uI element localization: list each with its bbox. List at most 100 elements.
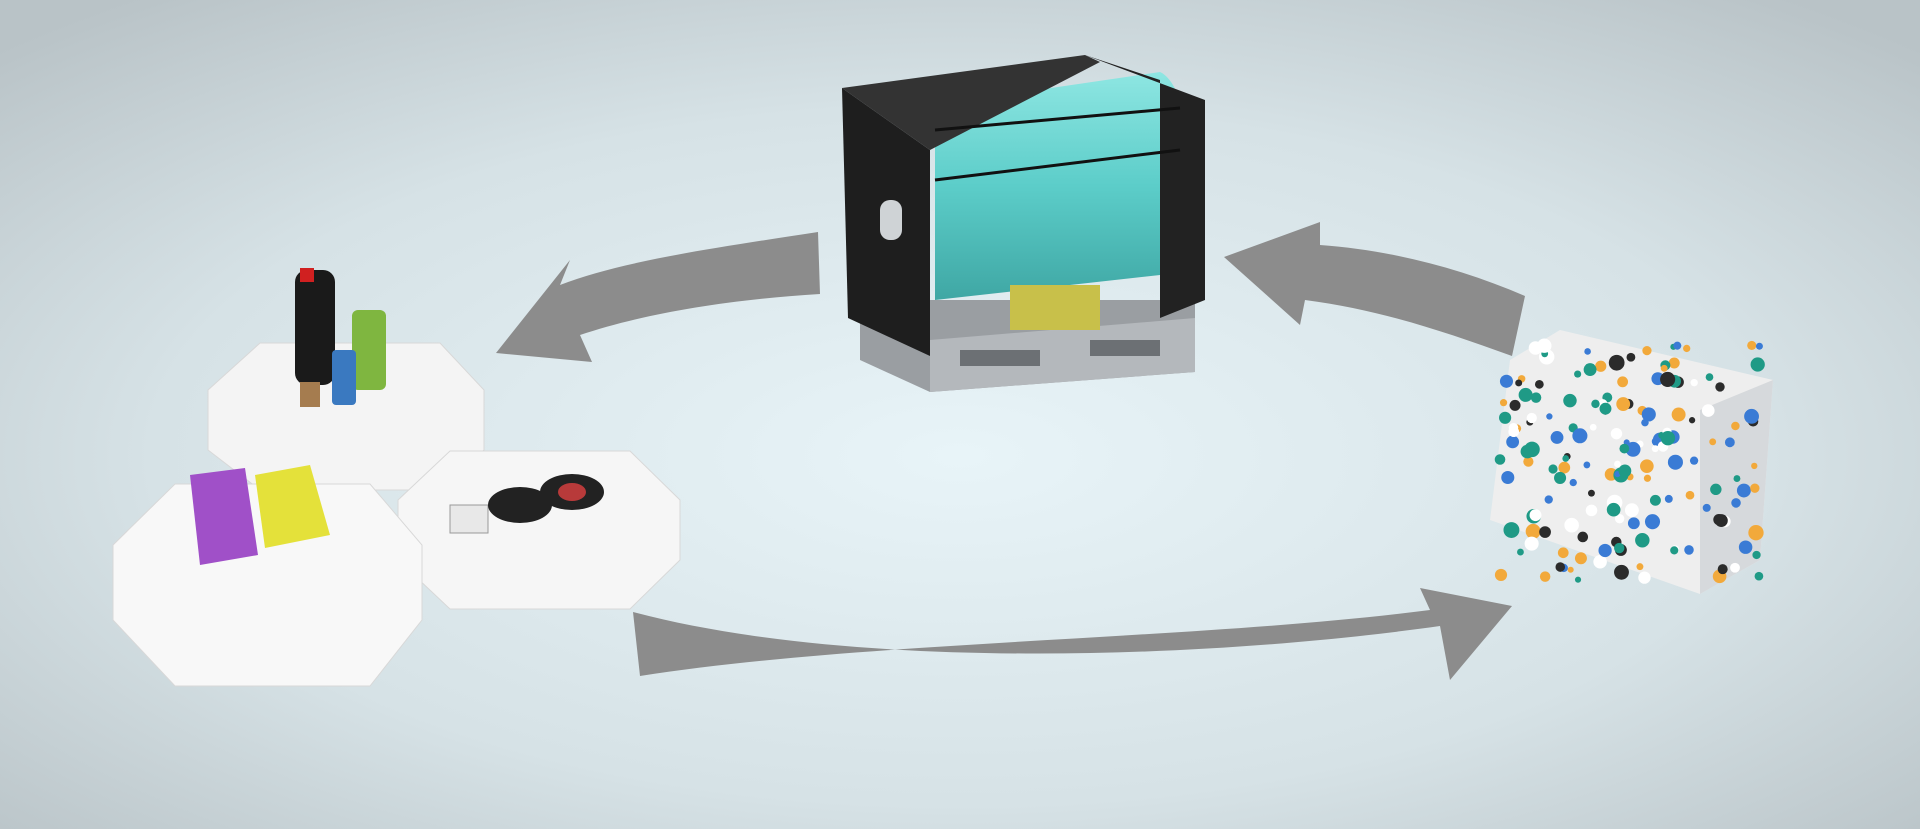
plastic-flake xyxy=(1660,430,1676,446)
plastic-flake xyxy=(1558,461,1571,474)
plastic-flake xyxy=(1626,352,1636,362)
plastic-flake xyxy=(1744,408,1759,424)
plastic-flake xyxy=(1635,533,1650,548)
plastic-flake xyxy=(1638,571,1651,584)
plastic-flake xyxy=(1508,422,1519,433)
plastic-flake xyxy=(1534,379,1544,389)
plastic-flake xyxy=(1574,552,1587,565)
plastic-flake xyxy=(1509,399,1521,411)
plastic-flake xyxy=(1569,478,1577,487)
plastic-flake xyxy=(1614,564,1629,580)
plastic-flake xyxy=(1583,461,1591,469)
plastic-flake xyxy=(1598,543,1612,558)
packaging-products-on-hexagons-icon xyxy=(112,268,681,687)
plastic-flake xyxy=(1517,548,1524,556)
plastic-flake xyxy=(1685,490,1695,500)
plastic-waste-bale-icon xyxy=(1490,330,1773,594)
plastic-flake xyxy=(1738,540,1753,554)
plastic-flake xyxy=(1518,387,1533,402)
plastic-flake xyxy=(1539,526,1551,538)
plastic-flake xyxy=(1642,346,1652,356)
plastic-flake xyxy=(1548,464,1558,474)
plastic-flake xyxy=(1731,421,1740,431)
plastic-flake xyxy=(1574,576,1582,583)
plastic-flake xyxy=(1709,438,1717,446)
plastic-flake xyxy=(1555,562,1566,572)
plastic-flake xyxy=(1520,444,1535,459)
plastic-flake xyxy=(1591,399,1600,409)
plastic-flake xyxy=(1515,379,1523,387)
plastic-flake xyxy=(1641,407,1656,422)
plastic-flake xyxy=(1627,517,1640,530)
plastic-flake xyxy=(1668,357,1680,369)
plastic-flake xyxy=(1624,503,1639,518)
plastic-flake xyxy=(1526,412,1537,424)
plastic-flake xyxy=(1574,370,1582,378)
plastic-flake xyxy=(1567,566,1574,573)
plastic-flake xyxy=(1501,470,1515,485)
plastic-flake xyxy=(1557,547,1569,559)
plastic-flake xyxy=(1689,456,1699,465)
plastic-flake xyxy=(1748,525,1764,541)
plastic-flake xyxy=(1593,555,1607,569)
plastic-flake xyxy=(1587,489,1595,497)
plastic-flake xyxy=(1717,564,1728,575)
plastic-flake xyxy=(1702,503,1711,512)
plastic-flake xyxy=(1724,437,1735,448)
plastic-flake xyxy=(1683,344,1691,353)
plastic-flake xyxy=(1606,502,1621,517)
plastic-flake xyxy=(1610,427,1623,440)
plastic-flake xyxy=(1710,483,1722,496)
film-roll-on-pallet-icon xyxy=(842,55,1205,392)
plastic-flake xyxy=(1651,445,1659,453)
cycle-arrow-to-bale xyxy=(633,588,1512,680)
plastic-flake xyxy=(1688,417,1696,424)
plastic-flake xyxy=(1755,342,1763,350)
cycle-arrow-to-film xyxy=(1224,222,1525,356)
plastic-flake xyxy=(1736,483,1751,498)
plastic-flake xyxy=(1616,397,1631,411)
plastic-flake xyxy=(1608,354,1625,371)
plastic-flake xyxy=(1701,404,1715,417)
plastic-flake xyxy=(1525,523,1541,539)
plastic-flake xyxy=(1751,462,1758,470)
plastic-flake xyxy=(1660,364,1668,372)
plastic-flake xyxy=(1506,435,1520,449)
plastic-flake xyxy=(1617,376,1629,388)
plastic-flake xyxy=(1554,471,1567,484)
plastic-flake xyxy=(1752,550,1761,560)
plastic-flake xyxy=(1589,423,1597,431)
plastic-flake xyxy=(1731,498,1741,508)
plastic-flake xyxy=(1667,454,1683,470)
plastic-flake xyxy=(1523,456,1534,467)
plastic-flake xyxy=(1614,542,1625,554)
plastic-flake xyxy=(1546,413,1553,420)
plastic-flake xyxy=(1494,454,1506,465)
plastic-flake xyxy=(1640,459,1654,473)
plastic-flake xyxy=(1563,393,1577,408)
plastic-flake xyxy=(1503,522,1520,538)
plastic-flake xyxy=(1595,360,1607,372)
plastic-flake xyxy=(1705,373,1714,381)
plastic-flake xyxy=(1562,455,1570,462)
plastic-flake xyxy=(1599,402,1612,415)
plastic-flake xyxy=(1584,348,1591,355)
plastic-flake xyxy=(1643,474,1652,482)
plastic-flake xyxy=(1524,536,1539,551)
plastic-flake xyxy=(1649,494,1661,506)
plastic-flake xyxy=(1747,340,1757,351)
plastic-flake xyxy=(1660,371,1676,387)
plastic-flake xyxy=(1564,517,1579,533)
plastic-flake xyxy=(1539,571,1551,582)
cycle-arrow-to-products xyxy=(496,232,820,362)
plastic-flake xyxy=(1550,431,1564,444)
plastic-flake xyxy=(1530,392,1542,403)
plastic-flake xyxy=(1583,363,1597,377)
plastic-flake xyxy=(1625,441,1641,457)
plastic-flake xyxy=(1673,341,1682,350)
plastic-flake xyxy=(1619,443,1630,454)
plastic-flake xyxy=(1494,568,1508,582)
plastic-flake xyxy=(1618,464,1632,478)
plastic-flake xyxy=(1499,399,1508,407)
plastic-flake xyxy=(1664,494,1673,503)
